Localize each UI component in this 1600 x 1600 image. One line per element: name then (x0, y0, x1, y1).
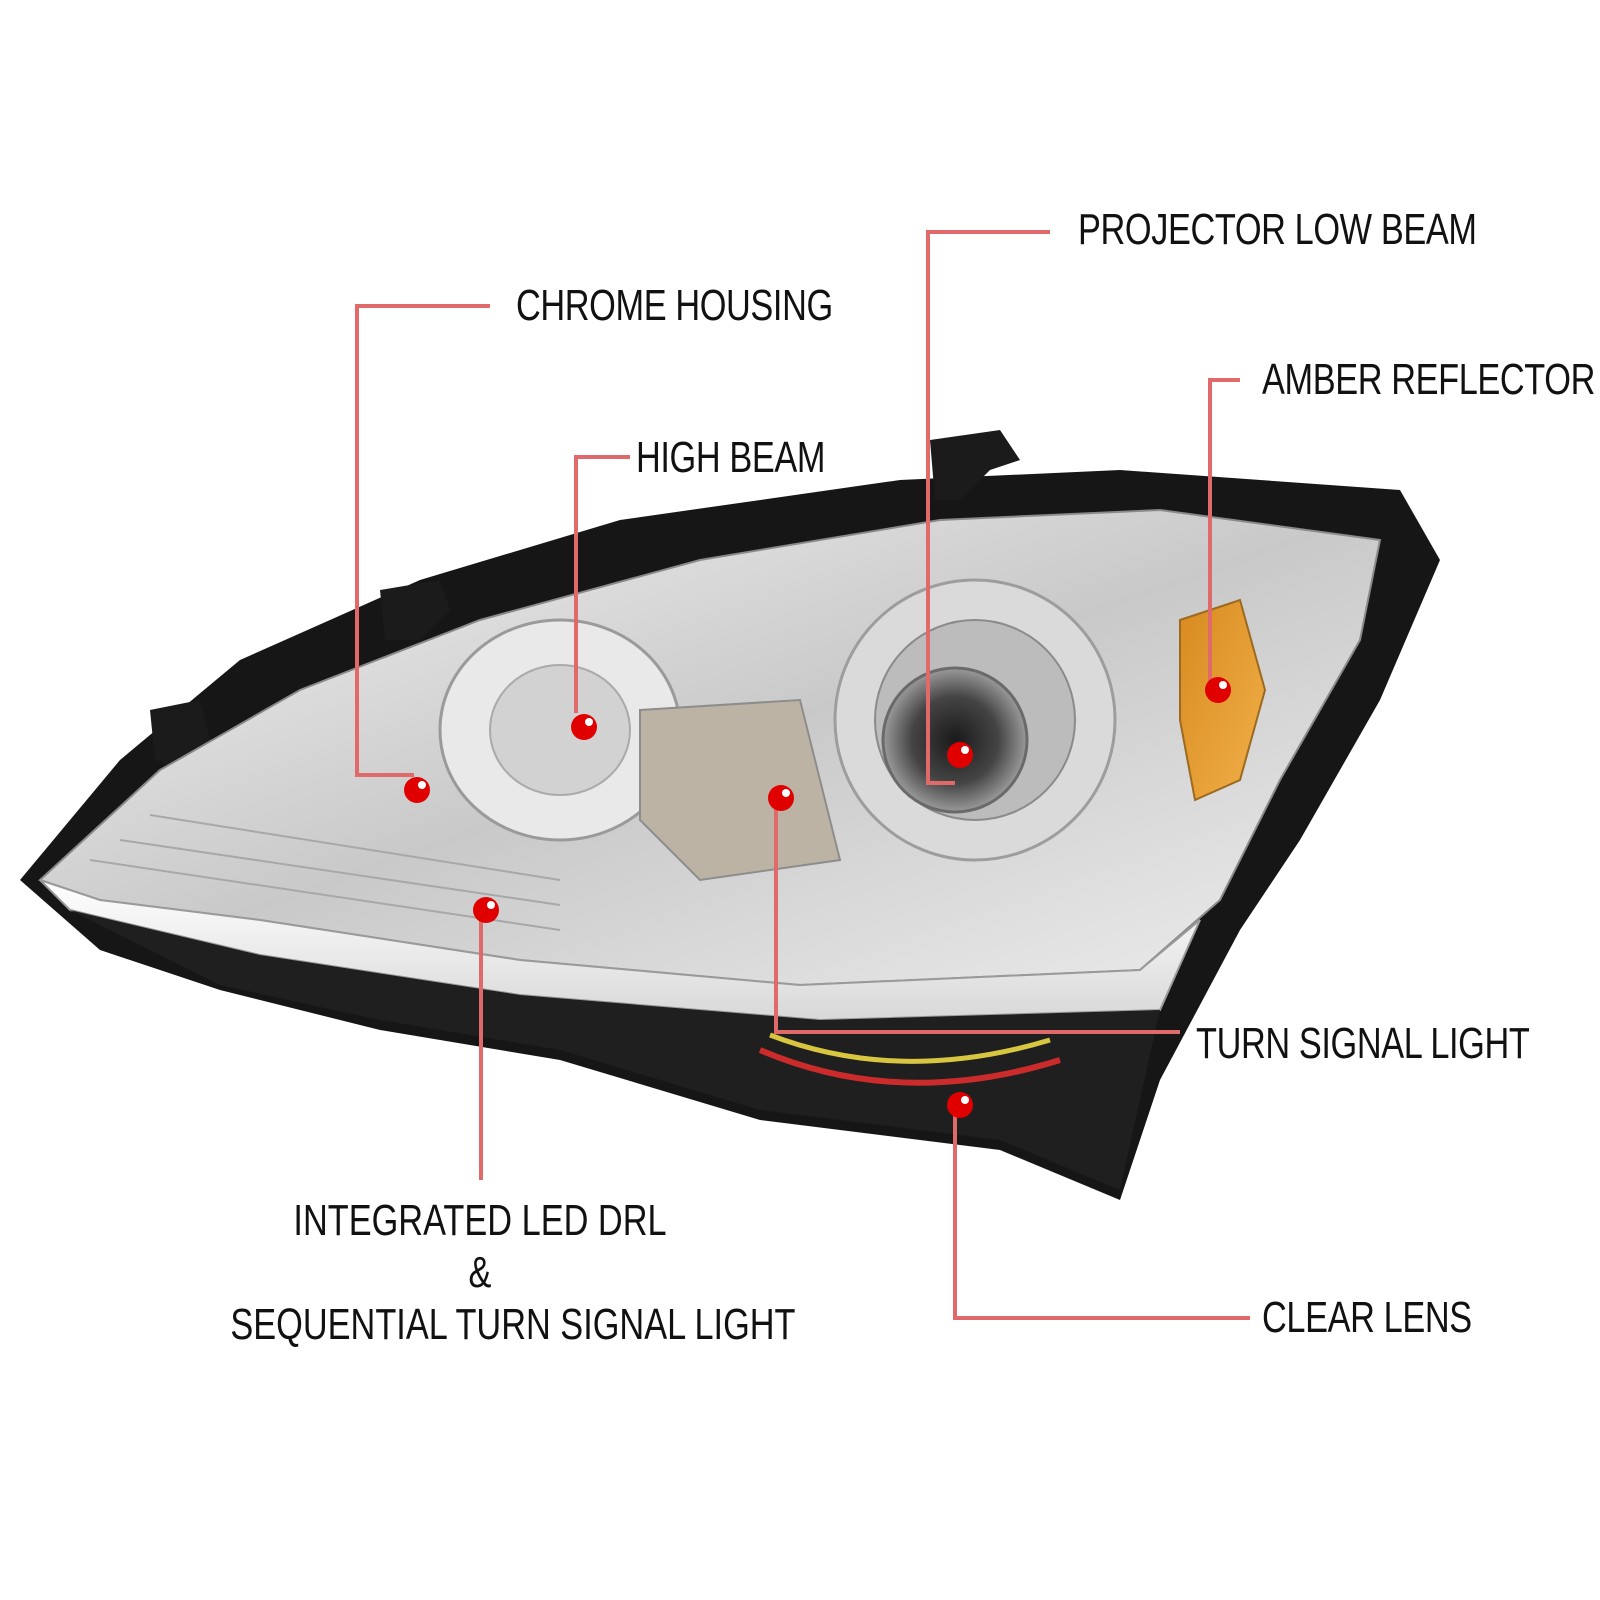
projector-lens (881, 666, 1029, 814)
drl-strip (758, 1047, 1061, 1086)
leader-amber-reflector (1208, 378, 1240, 690)
label-high-beam: HIGH BEAM (636, 433, 826, 482)
mount-tab-top (930, 430, 1020, 500)
leader-chrome-housing (355, 304, 490, 777)
label-drl-line1: INTEGRATED LED DRL (293, 1196, 667, 1245)
leader-clear-lens (953, 1105, 1250, 1320)
label-drl-block: INTEGRATED LED DRL & SEQUENTIAL TURN SIG… (230, 1195, 796, 1351)
marker-drl (473, 897, 499, 923)
turn-signal-reflector (639, 698, 842, 882)
leader-projector-low-beam (926, 230, 1050, 785)
label-amber-reflector: AMBER REFLECTOR (1262, 355, 1595, 404)
label-turn-signal-light: TURN SIGNAL LIGHT (1196, 1019, 1530, 1068)
leader-lines (355, 230, 1250, 1320)
label-projector-low-beam: PROJECTOR LOW BEAM (1078, 205, 1477, 254)
leader-turn-signal (774, 798, 1180, 1034)
marker-amber-reflector (1205, 677, 1231, 703)
lower-black-trim (70, 910, 1160, 1190)
label-clear-lens: CLEAR LENS (1262, 1293, 1472, 1342)
label-drl-line3: SEQUENTIAL TURN SIGNAL LIGHT (230, 1300, 796, 1349)
label-drl-line2: & (468, 1248, 492, 1297)
marker-high-beam (571, 714, 597, 740)
marker-chrome-housing (404, 777, 430, 803)
marker-clear-lens (947, 1092, 973, 1118)
marker-projector-low-beam (947, 742, 973, 768)
marker-turn-signal (768, 785, 794, 811)
label-chrome-housing: CHROME HOUSING (516, 281, 833, 330)
leader-high-beam (574, 455, 630, 713)
mount-tab-left (380, 580, 450, 640)
marker-dots (404, 677, 1231, 1118)
